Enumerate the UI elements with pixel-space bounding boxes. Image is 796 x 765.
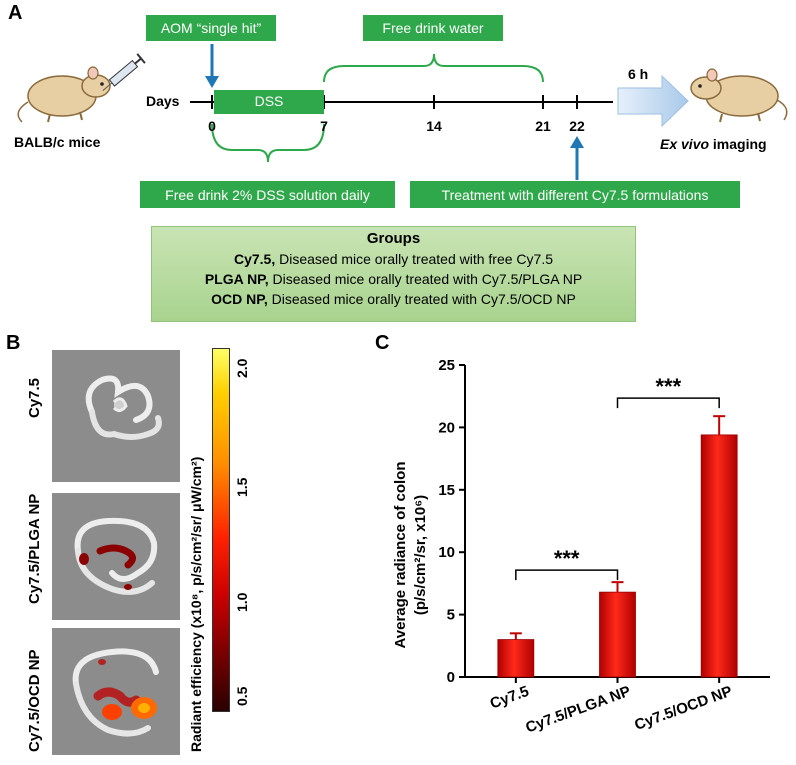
day-21-label: 21 [535, 118, 551, 134]
aom-arrow [205, 44, 219, 88]
colorbar [212, 348, 230, 712]
dss-daily-brace [211, 123, 325, 163]
group-row-cy75: Cy7.5, Diseased mice orally treated with… [152, 249, 635, 269]
timeline-diagram [17, 44, 788, 180]
panel-b-letter: B [6, 332, 21, 354]
treatment-box: Treatment with different Cy7.5 formulati… [410, 181, 740, 208]
bar-1 [599, 591, 636, 678]
free-water-brace [323, 53, 544, 83]
y-tick-label: 5 [447, 607, 455, 624]
y-tick-label: 10 [438, 544, 455, 561]
significance-label-1: *** [655, 374, 681, 399]
y-tick-label: 25 [438, 357, 455, 374]
bar-2 [700, 434, 738, 678]
six-hour-label: 6 h [628, 66, 649, 82]
groups-box: Groups Cy7.5, Diseased mice orally treat… [151, 226, 636, 322]
bar-0 [497, 639, 535, 678]
panel-c-letter: C [375, 332, 390, 354]
free-water-box: Free drink water [363, 15, 503, 41]
x-tick-label: Cy7.5/OCD NP [632, 683, 734, 734]
dss-daily-box: Free drink 2% DSS solution daily [140, 181, 395, 208]
group-row-plga: PLGA NP, Diseased mice orally treated wi… [152, 269, 635, 289]
ex-vivo-image-ocd [52, 628, 180, 755]
imaging-text: imaging [709, 136, 767, 152]
y-tick-label: 15 [438, 482, 455, 499]
days-label: Days [146, 93, 180, 109]
y-axis-label-line2: (p/s/cm²/sr, x10⁶) [412, 495, 429, 615]
day-7-label: 7 [320, 118, 328, 134]
y-tick-label: 20 [438, 419, 455, 436]
x-tick-label: Cy7.5/PLGA NP [523, 683, 632, 737]
x-tick-label: Cy7.5 [488, 683, 531, 713]
group-row-ocd: OCD NP, Diseased mice orally treated wit… [152, 289, 635, 309]
significance-bracket-0 [515, 569, 619, 581]
day-22-label: 22 [569, 118, 585, 134]
group-name: PLGA NP, [204, 271, 269, 287]
ex-vivo-italic: Ex vivo [660, 136, 710, 152]
ex-vivo-image-plga [52, 493, 180, 620]
balbc-label: BALB/c mice [14, 134, 101, 150]
ex-vivo-image-cy75 [52, 350, 180, 482]
dss-bar-label: DSS [254, 93, 284, 109]
y-axis-label-line1: Average radiance of colon [392, 461, 409, 648]
panel-a-letter: A [8, 2, 23, 24]
group-desc: Diseased mice orally treated with Cy7.5/… [267, 291, 576, 307]
mouse-syringe-icon [17, 53, 146, 123]
dss-bar [214, 90, 324, 114]
day-0-label: 0 [208, 118, 216, 134]
y-tick-label: 0 [447, 669, 455, 686]
group-name: Cy7.5, [233, 251, 276, 267]
aom-box: AOM “single hit” [146, 15, 276, 41]
mouse-icon [690, 68, 788, 123]
day-14-label: 14 [426, 118, 442, 134]
ex-vivo-label: Ex vivo imaging [660, 136, 767, 152]
significance-label-0: *** [554, 546, 580, 571]
significance-bracket-1 [616, 397, 720, 409]
treatment-arrow [570, 136, 584, 180]
groups-title: Groups [366, 230, 421, 247]
group-name: OCD NP, [211, 291, 268, 307]
six-hour-arrow [617, 74, 689, 128]
group-desc: Diseased mice orally treated with Cy7.5/… [268, 271, 583, 287]
group-desc: Diseased mice orally treated with free C… [275, 251, 554, 267]
